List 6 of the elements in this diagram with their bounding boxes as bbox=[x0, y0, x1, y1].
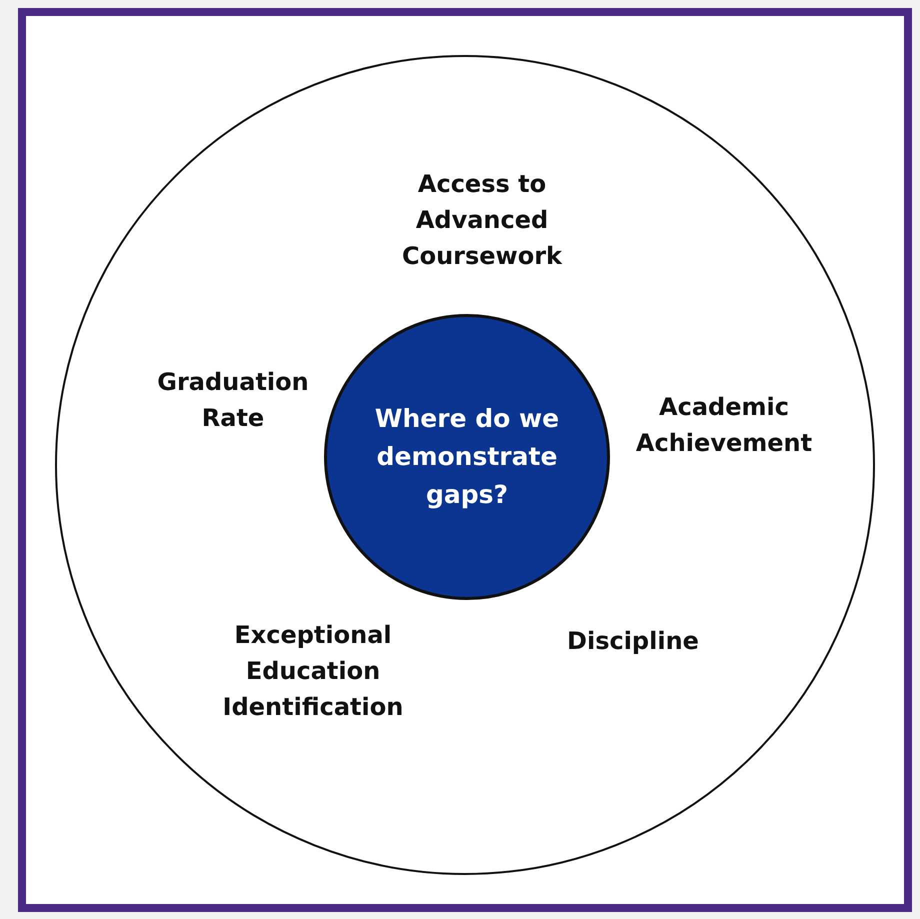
circle-text: Where do we demonstrate gaps? bbox=[374, 403, 560, 511]
topic-label: Academic Achievement bbox=[634, 392, 814, 459]
topic-label: Graduation Rate bbox=[156, 367, 310, 434]
topic-label: Exceptional Education Identification bbox=[222, 620, 404, 723]
topic-label: Discipline bbox=[566, 626, 700, 657]
topic-label: Access to Advanced Coursework bbox=[400, 169, 564, 272]
